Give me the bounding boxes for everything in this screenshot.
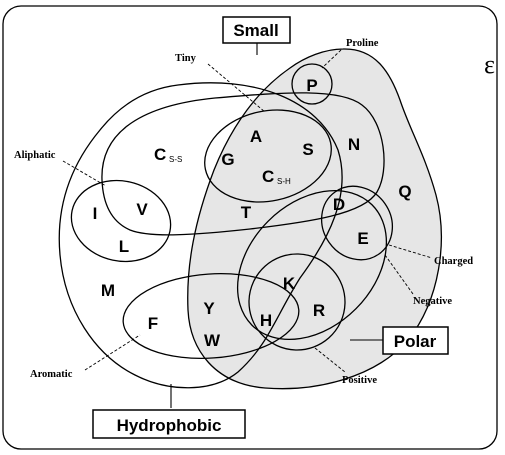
polar-set <box>187 48 442 390</box>
amino-acid-h: H <box>260 311 272 330</box>
amino-acid-t: T <box>241 203 252 222</box>
charged-set <box>236 189 388 341</box>
amino-acid-f: F <box>148 314 158 333</box>
aliphatic-label: Aliphatic <box>14 150 56 161</box>
amino-acid-w: W <box>204 331 221 350</box>
amino-acid-p: P <box>306 76 317 95</box>
hydrophobic-box-label: Hydrophobic <box>117 416 222 435</box>
amino-acid-e: E <box>357 229 368 248</box>
negative-leader <box>384 254 414 295</box>
charged-leader <box>388 244 433 259</box>
aromatic-set <box>122 273 300 359</box>
proline-set <box>291 63 333 105</box>
positive-leader <box>314 347 346 373</box>
amino-acid-l: L <box>119 237 129 256</box>
positive-set <box>248 253 346 351</box>
amino-acid-k: K <box>283 274 296 293</box>
amino-acid-c-sh-subscript: S-H <box>277 177 291 186</box>
charged-label: Charged <box>434 256 473 267</box>
amino-acid-y: Y <box>203 299 215 318</box>
small-box-label: Small <box>233 21 278 40</box>
aliphatic-set <box>70 179 172 263</box>
amino-acid-r: R <box>313 301 325 320</box>
amino-acid-d: D <box>333 195 345 214</box>
amino-acid-c-ss: C <box>154 145 166 164</box>
amino-acid-c-ss-subscript: S-S <box>169 155 182 164</box>
amino-acid-v: V <box>136 200 148 219</box>
amino-acid-s: S <box>302 140 313 159</box>
hydrophobic-set <box>58 82 343 389</box>
aliphatic-leader <box>62 160 107 187</box>
aromatic-label: Aromatic <box>30 369 73 380</box>
tiny-label: Tiny <box>175 53 197 64</box>
small-box <box>222 16 291 44</box>
small-set <box>101 92 385 236</box>
proline-label: Proline <box>346 38 379 49</box>
negative-set <box>320 185 394 261</box>
amino-acid-g: G <box>221 150 234 169</box>
amino-acid-i: I <box>93 204 98 223</box>
positive-label: Positive <box>342 375 377 386</box>
polar-box-label: Polar <box>394 332 437 351</box>
amino-acid-c-sh: C <box>262 167 274 186</box>
polar-box <box>382 326 449 355</box>
negative-label: Negative <box>413 296 452 307</box>
tiny-set <box>204 109 332 203</box>
hydrophobic-box <box>92 409 246 439</box>
amino-acid-a: A <box>250 127 262 146</box>
aromatic-leader <box>84 334 141 371</box>
amino-acid-q: Q <box>398 182 411 201</box>
universe-symbol: ε <box>484 50 495 79</box>
amino-acid-n: N <box>348 135 360 154</box>
proline-leader <box>321 49 342 69</box>
amino-acid-m: M <box>101 281 115 300</box>
tiny-leader <box>207 63 266 113</box>
